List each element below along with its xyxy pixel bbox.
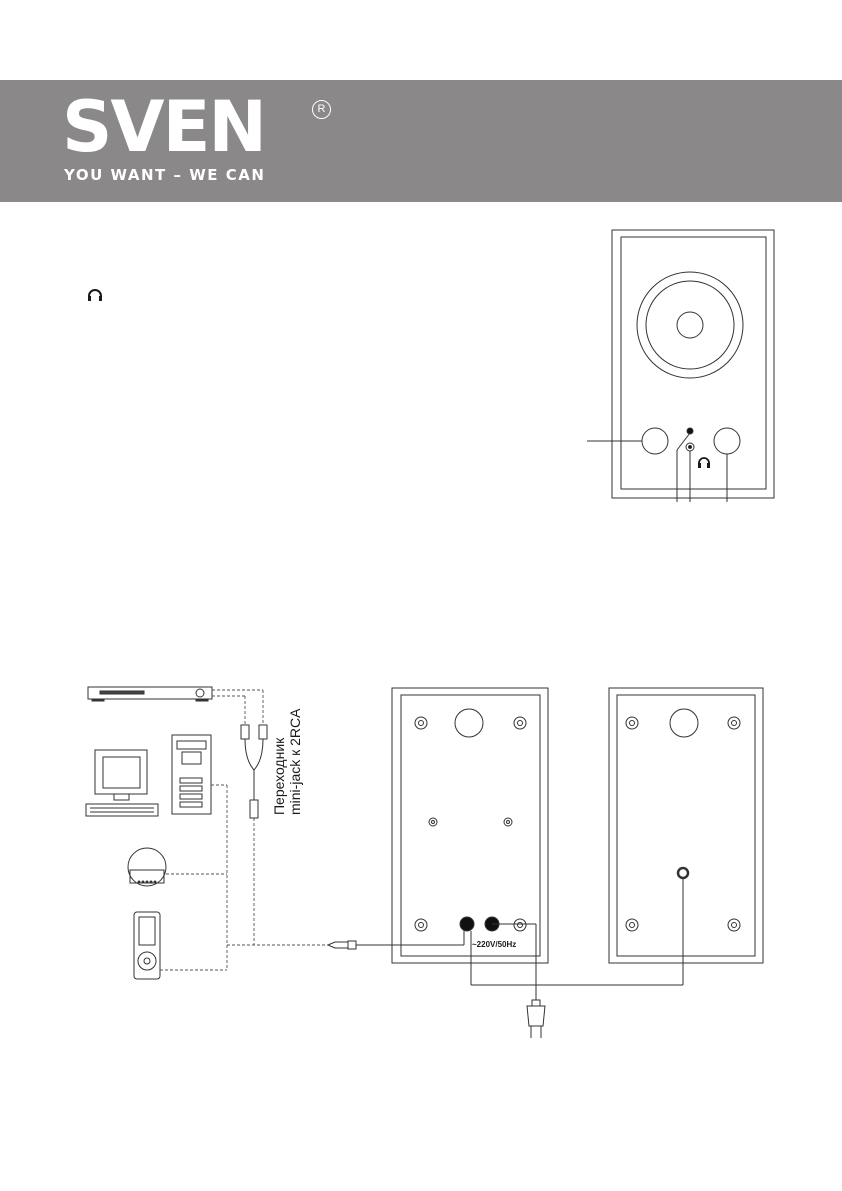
cd-player: [127, 847, 167, 887]
power-led: [686, 427, 694, 435]
desktop-computer: [85, 734, 212, 817]
woofer-dome: [676, 311, 704, 339]
woofer-inner: [645, 280, 735, 370]
power-plug: [526, 999, 546, 1038]
adapter-label: Переходник: [271, 737, 287, 815]
rca-adapter: [240, 724, 268, 819]
headphones-icon: [698, 457, 710, 468]
registered-mark: R: [312, 100, 331, 119]
woofer-outer: [636, 271, 744, 379]
mp3-player: [133, 911, 161, 980]
speaker-back-view-right: [608, 687, 764, 964]
adapter-label-2: mini-jack к 2RCA: [287, 708, 303, 815]
speaker-cables: [470, 878, 684, 1000]
dvd-player: [87, 686, 213, 702]
mini-jack-plug: [326, 928, 465, 950]
headphones-icon: [88, 289, 102, 301]
power-rating-label: ~220V/50Hz: [472, 940, 516, 949]
speaker-front-view: [587, 229, 775, 502]
volume-knob: [641, 427, 669, 455]
brand-logo: SVEN: [62, 86, 267, 168]
tone-knob: [713, 427, 741, 455]
brand-tagline: YOU WANT – WE CAN: [64, 166, 266, 184]
source-cables: [160, 689, 328, 971]
speaker-back-view-left: [391, 687, 549, 964]
header-banner: [0, 80, 842, 202]
